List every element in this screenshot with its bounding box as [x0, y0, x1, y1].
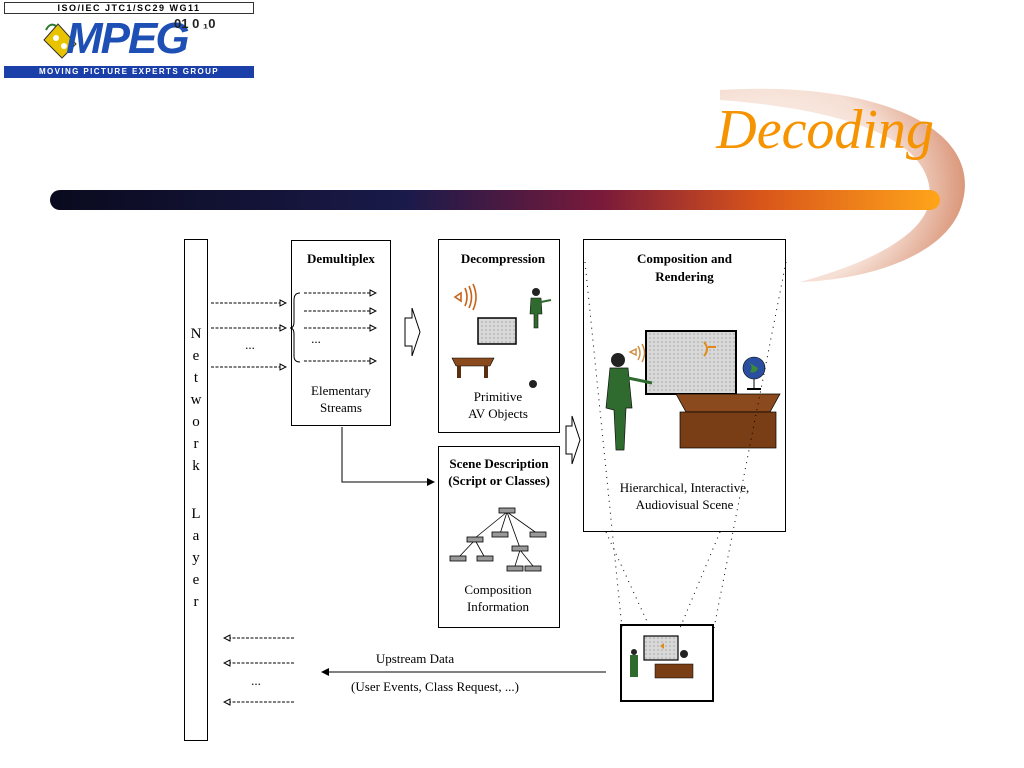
logo-bottom-banner: MOVING PICTURE EXPERTS GROUP — [4, 66, 254, 78]
network-layer-column: N e t w o r k L a y e r — [184, 239, 208, 741]
upstream-detail: (User Events, Class Request, ...) — [351, 679, 519, 694]
screen-audio-icon — [703, 341, 716, 357]
demux-title: Demultiplex — [307, 251, 375, 266]
thumbnail-presenter-icon — [630, 649, 638, 677]
presenter-figure-icon — [529, 288, 552, 329]
demultiplex-box — [291, 240, 391, 426]
composition-title-1: Composition and — [637, 251, 732, 266]
network-letter: N — [190, 326, 202, 342]
network-letter: r — [193, 436, 199, 452]
network-letter: e — [192, 572, 200, 588]
demux-to-decompression-arrow — [404, 307, 421, 357]
scene-tree-diagram — [449, 507, 547, 572]
globe-small-icon — [529, 380, 537, 388]
decompression-title: Decompression — [460, 251, 546, 266]
network-input-arrows — [211, 303, 286, 367]
network-letter: t — [193, 370, 199, 386]
stream-ellipsis: ... — [311, 331, 321, 346]
scene-caption-1: Composition — [464, 582, 532, 597]
desk-large-icon — [675, 393, 781, 449]
audio-wave-icon — [453, 283, 477, 311]
globe-icon — [742, 356, 766, 390]
decompression-caption-1: Primitive — [473, 389, 523, 404]
projection-lines — [584, 261, 787, 629]
network-letter: w — [190, 392, 202, 408]
demux-to-scene-arrow — [341, 427, 435, 486]
presenter-large-icon — [605, 343, 653, 451]
desk-icon — [451, 357, 495, 378]
network-letter: L — [191, 506, 201, 522]
network-letter: r — [193, 594, 199, 610]
thumbnail-globe-icon — [680, 650, 688, 658]
network-letter: o — [192, 414, 200, 430]
network-letter: k — [192, 458, 200, 474]
composition-title-2: Rendering — [655, 269, 714, 284]
stream-brace — [289, 292, 301, 363]
logo-word: MPEG — [66, 14, 190, 63]
composition-caption-2: Audiovisual Scene — [635, 497, 734, 512]
film-reel-icon — [43, 23, 77, 59]
title-swoosh — [50, 88, 965, 282]
network-letter: y — [192, 550, 200, 566]
elementary-stream-arrows — [304, 293, 376, 361]
upstream-label: Upstream Data — [375, 651, 455, 666]
upstream-ellipsis: ... — [251, 673, 261, 688]
decompression-caption-2: AV Objects — [468, 406, 528, 421]
thumbnail-desk-icon — [654, 663, 694, 679]
network-letter: a — [192, 528, 200, 544]
video-frame-icon — [477, 317, 517, 345]
scene-caption-2: Information — [466, 599, 530, 614]
network-letter: e — [192, 348, 200, 364]
logo-top-banner: ISO/IEC JTC1/SC29 WG11 — [4, 2, 254, 14]
to-composition-arrow — [565, 415, 581, 465]
demux-caption-1: Elementary — [311, 383, 371, 398]
thumbnail-screen — [643, 635, 679, 661]
scene-title-2: (Script or Classes) — [448, 473, 550, 488]
slide-title: Decoding — [716, 99, 934, 161]
scene-screen — [645, 330, 737, 395]
logo-bits: 01 0 ₁0 — [174, 16, 216, 31]
upstream-output-arrows — [224, 638, 294, 702]
scene-title-1: Scene Description — [449, 456, 549, 471]
mpeg-logo: ISO/IEC JTC1/SC29 WG11 MPEG 01 0 ₁0 MOVI… — [4, 2, 254, 78]
composition-caption-1: Hierarchical, Interactive, — [619, 480, 750, 495]
demux-caption-2: Streams — [320, 400, 362, 415]
input-ellipsis: ... — [245, 337, 255, 352]
